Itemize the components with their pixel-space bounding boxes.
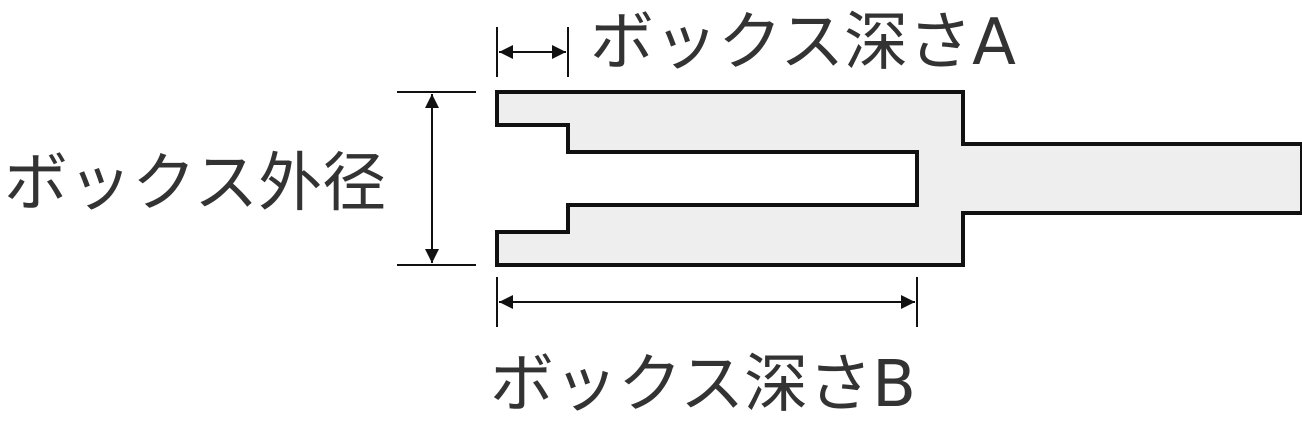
depth-b-label: ボックス深さB: [490, 348, 916, 422]
depth-a-label: ボックス深さA: [590, 6, 1016, 80]
box-body-shape: [495, 90, 1302, 267]
outer-diameter-label: ボックス外径: [4, 147, 386, 221]
